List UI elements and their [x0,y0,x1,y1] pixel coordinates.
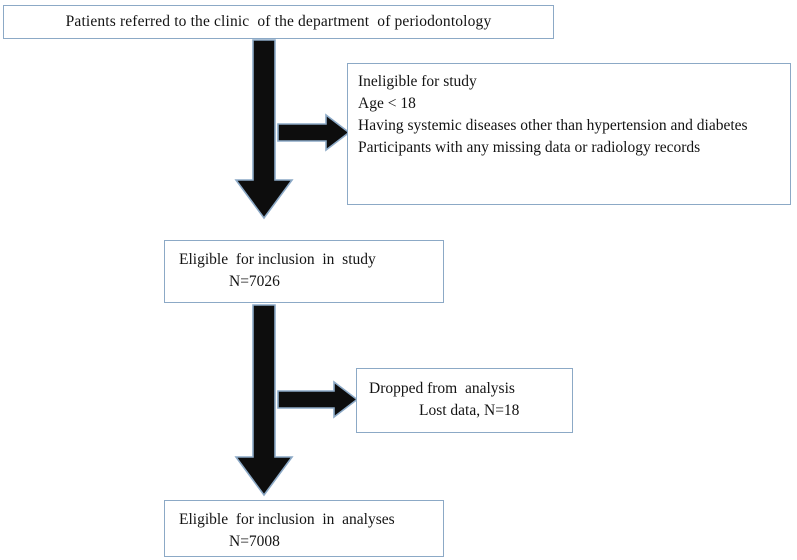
box-eligible-for-analyses: Eligible for inclusion in analyses N=700… [164,500,444,557]
down-arrow-enrollment-to-eligible [234,39,294,220]
box-eligible-analyses-count: N=7008 [229,533,280,550]
right-arrow-to-ineligible [277,113,352,152]
box-ineligible-line-2: Age < 18 [358,95,416,112]
box-eligible-study-count: N=7026 [229,273,280,290]
box-ineligible-line-4: Participants with any missing data or ra… [358,139,701,156]
box-enrollment-line-1: Patients referred to the clinic of the d… [65,13,492,30]
box-dropped-from-analysis: Dropped from analysis Lost data, N=18 [356,368,573,433]
box-eligible-study-line-1: Eligible for inclusion in study [179,251,376,268]
box-enrollment: Patients referred to the clinic of the d… [3,5,554,39]
right-arrow-to-dropped [277,380,360,419]
box-eligible-analyses-line-1: Eligible for inclusion in analyses [179,511,395,528]
box-ineligible-line-1: Ineligible for study [358,73,477,90]
box-ineligible-line-3: Having systemic diseases other than hype… [358,117,748,134]
box-eligible-for-study: Eligible for inclusion in study N=7026 [164,240,444,303]
box-dropped-line-2: Lost data, N=18 [419,402,520,419]
down-arrow-eligible-to-analyses [234,304,294,497]
box-ineligible: Ineligible for study Age < 18 Having sys… [347,63,791,205]
box-dropped-line-1: Dropped from analysis [369,380,515,397]
